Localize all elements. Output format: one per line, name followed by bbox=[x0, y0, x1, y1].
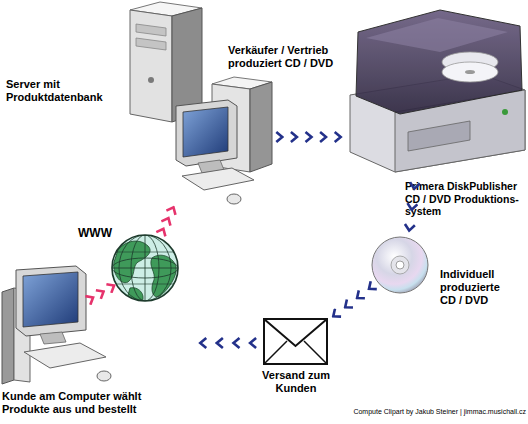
envelope bbox=[264, 319, 327, 364]
tower-front bbox=[130, 10, 172, 122]
disc-hole bbox=[465, 70, 475, 74]
tower-side bbox=[2, 288, 14, 384]
mouse bbox=[97, 371, 111, 381]
status-light bbox=[502, 109, 508, 115]
credit-note: Compute Clipart by Jakub Steiner | jimma… bbox=[326, 408, 526, 416]
seller-computer bbox=[176, 77, 272, 204]
monitor-stand bbox=[40, 332, 66, 344]
globe-land bbox=[112, 235, 178, 302]
envelope-body bbox=[264, 319, 327, 364]
parallel bbox=[114, 284, 176, 285]
disc-node: Individuell produzierte CD / DVD bbox=[371, 236, 429, 294]
chevron-arrow bbox=[159, 205, 175, 238]
disc-hub bbox=[391, 256, 409, 274]
disc bbox=[372, 237, 428, 293]
keyboard bbox=[24, 343, 106, 368]
mouse bbox=[227, 194, 241, 204]
node-label: Primera DiskPublisher CD / DVD Produktio… bbox=[405, 180, 525, 218]
node-label: Individuell produzierte CD / DVD bbox=[440, 268, 508, 308]
chevron-arrow bbox=[330, 283, 377, 319]
node-label: Server mit Produktdatenbank bbox=[6, 78, 121, 104]
power-button bbox=[148, 77, 154, 83]
output-tray bbox=[408, 121, 470, 151]
chevron-arrow bbox=[408, 173, 416, 237]
globe-outline bbox=[112, 235, 178, 301]
node-label: Verkäufer / Vertrieb produziert CD / DVD bbox=[228, 44, 358, 70]
disc-publisher bbox=[350, 10, 525, 172]
customer-node: Kunde am Computer wählt Produkte aus und… bbox=[2, 268, 84, 386]
monitor bbox=[16, 266, 86, 336]
screen bbox=[183, 107, 228, 157]
customer-computer bbox=[2, 266, 111, 384]
node-label: Kunde am Computer wählt Produkte aus und… bbox=[2, 390, 162, 416]
chevron-arrow bbox=[272, 136, 345, 138]
tower-side bbox=[250, 82, 272, 172]
drive-bay bbox=[136, 24, 166, 36]
edge-group bbox=[84, 137, 416, 343]
globe-node: WWW bbox=[112, 235, 178, 301]
disc-hole bbox=[396, 261, 404, 269]
chevron-arrow bbox=[84, 342, 262, 344]
screen bbox=[23, 272, 78, 327]
shipping-node: Versand zum Kunden bbox=[262, 316, 330, 366]
envelope-flap bbox=[264, 319, 327, 346]
envelope-fold bbox=[264, 341, 327, 364]
drive-bay bbox=[136, 38, 166, 50]
server-node: Server mit Produktdatenbank bbox=[130, 0, 202, 122]
seller-node: Verkäufer / Vertrieb produziert CD / DVD bbox=[172, 75, 272, 205]
globe-ocean bbox=[112, 235, 178, 301]
node-label: WWW bbox=[78, 226, 118, 240]
cd-disc bbox=[372, 237, 428, 293]
monitor bbox=[176, 100, 237, 166]
node-label: Versand zum Kunden bbox=[252, 369, 340, 395]
lid-highlight bbox=[366, 18, 508, 52]
globe bbox=[112, 235, 178, 302]
parallel bbox=[114, 252, 176, 253]
keyboard bbox=[182, 168, 254, 190]
printer-lid bbox=[356, 10, 522, 114]
publisher-node: Primera DiskPublisher CD / DVD Produktio… bbox=[345, 8, 525, 173]
chevron-arrow bbox=[84, 284, 116, 302]
equator bbox=[112, 268, 178, 269]
disc-stack bbox=[442, 62, 498, 82]
parallel bbox=[112, 258, 178, 278]
